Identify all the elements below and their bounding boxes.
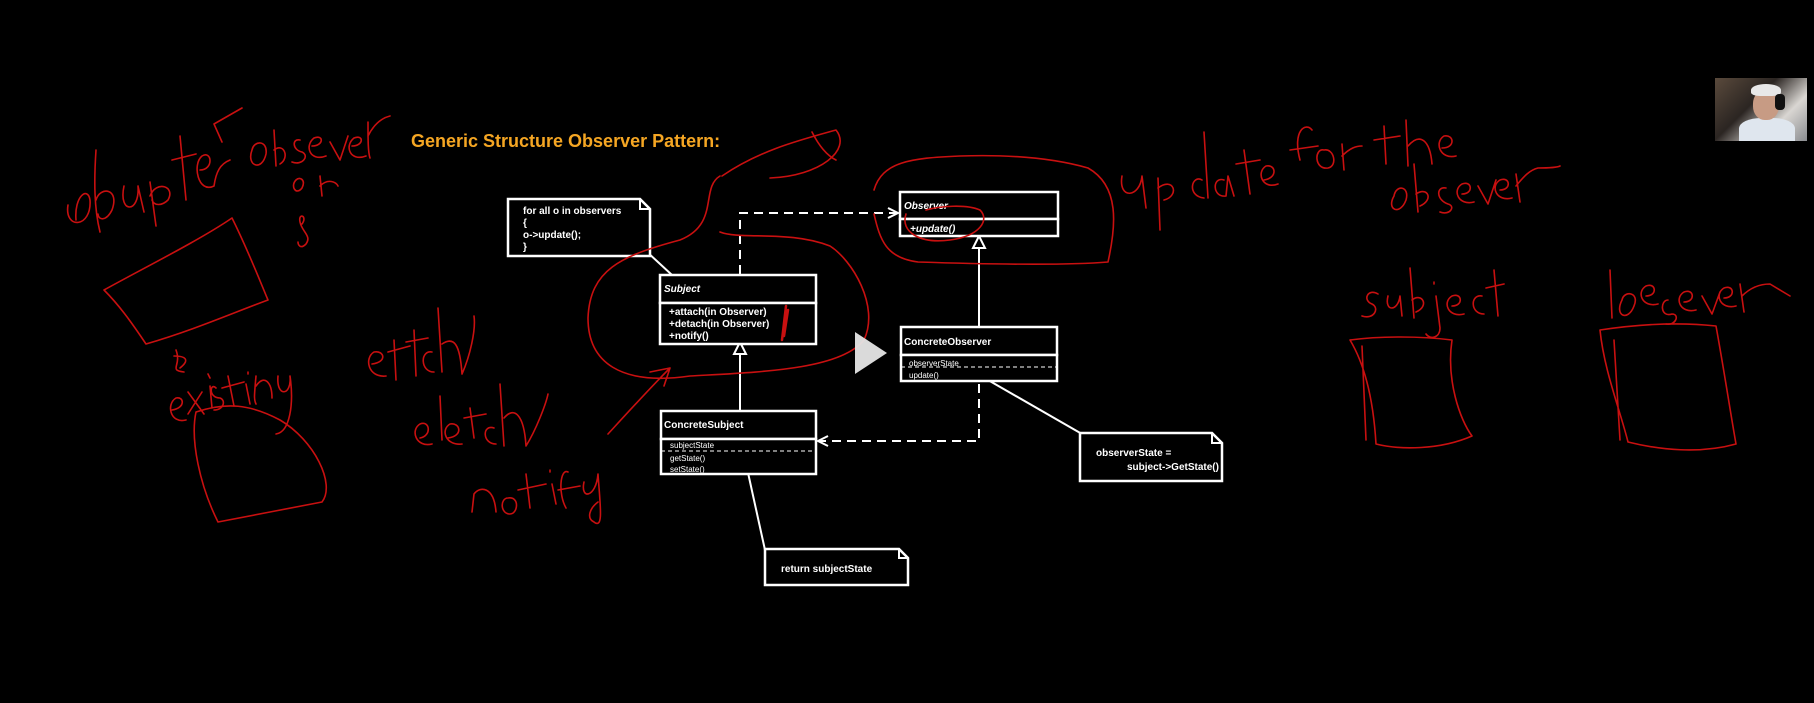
concrete-observer-attribute: observerState [909,359,959,368]
circle-around-subject [587,175,870,380]
red-mark-in-subject [780,304,790,342]
subject-method-detach: +detach(in Observer) [669,319,769,330]
handwriting-subject [1361,267,1505,339]
observer-note-link [987,379,1083,435]
observer-class: Observer +update() [898,190,1060,238]
hand-drawn-box-observer [1599,323,1737,451]
note-loop: for all o in observers { o->update(); } [506,197,652,258]
handwriting-detach [414,383,549,447]
note-return-text: return subjectState [781,564,873,575]
subject-to-observer-dependency [739,212,896,274]
subject-class-name: Subject [664,284,701,295]
concrete-observer-method: update() [909,371,939,380]
note-observer-state-line-2: subject->GetState() [1127,462,1219,473]
handwriting-observer-2 [1609,269,1791,325]
handwriting-notify [471,469,602,525]
note-loop-line-3: o->update(); [523,230,581,241]
concrete-subject-attribute: subjectState [670,441,715,450]
subject-class: Subject +attach(in Observer) +detach(in … [658,273,818,346]
presenter-shirt [1739,118,1795,141]
note-observer-state-line-1: observerState = [1096,448,1171,459]
subject-method-notify: +notify() [669,331,709,342]
concrete-observer-class: ConcreteObserver observerState update() [899,325,1059,383]
note-loop-line-4: } [523,242,527,253]
play-icon[interactable] [855,332,887,374]
hand-drawn-shape-existing [193,405,328,523]
diagram-connectors [645,207,1083,551]
circle-around-observer [873,154,1115,266]
presenter-hair [1751,84,1781,96]
handwritten-annotations [66,107,1791,525]
dependency-arrowhead [887,207,901,219]
circle-around-update [904,205,985,242]
handwriting-adapter [66,107,243,233]
observer-method-update: +update() [910,224,956,235]
arrow-to-subject [607,367,671,435]
handwriting-observer [1390,163,1561,214]
note-return: return subjectState [763,547,910,587]
note-loop-line-1: for all o in observers [523,206,622,217]
observer-to-subject-dependency [820,384,980,442]
concrete-subject-class-name: ConcreteSubject [664,420,744,431]
concrete-subject-method-get: getState() [670,454,705,463]
hand-drawn-shape-adapter [103,217,269,345]
observer-inheritance-arrow [971,233,987,249]
subject-method-attach: +attach(in Observer) [669,307,767,318]
note-loop-line-2: { [523,218,527,229]
concrete-observer-class-name: ConcreteObserver [904,337,991,348]
handwriting-update [1120,131,1279,231]
hand-scribble [173,349,187,373]
handwriting-attach [367,307,476,381]
observer-class-name: Observer [904,201,949,212]
subject-inheritance-arrow [732,339,748,355]
handwriting-for-the [1289,119,1457,171]
headset-icon [1775,94,1785,110]
presenter-video-thumbnail [1715,78,1807,141]
note-observer-state: observerState = subject->GetState() [1078,431,1224,483]
dependency-arrowhead-2 [815,435,829,447]
slide-title: Generic Structure Observer Pattern: [411,131,721,151]
handwriting-existing [169,371,293,435]
hand-drawn-box-subject [1349,336,1473,449]
scribble-above-subject [721,129,841,179]
handwriting-observer-or-s [249,115,391,248]
concrete-subject-method-set: setState() [670,465,705,474]
concrete-subject-class: ConcreteSubject subjectState getState() … [659,409,818,476]
